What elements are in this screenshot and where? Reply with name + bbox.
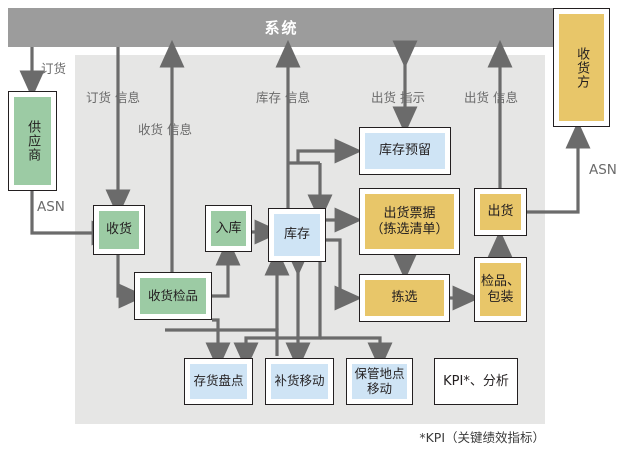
label-shipping-order: 出货 指示	[371, 90, 425, 105]
node-picking[interactable]: 拣选	[359, 274, 450, 322]
edge-inventory-to-picking	[326, 238, 363, 311]
node-shipping[interactable]: 出货	[474, 188, 527, 236]
node-picking-label: 拣选	[365, 280, 444, 316]
edge-count-return-h	[165, 328, 279, 356]
node-putaway[interactable]: 入库	[205, 205, 252, 252]
label-inventory-info: 库存 信息	[256, 90, 310, 105]
node-supplier[interactable]: 供应商	[8, 91, 57, 191]
node-putaway-label: 入库	[211, 211, 246, 246]
edge-check-to-putaway	[212, 237, 241, 298]
node-inventory-reserve-label: 库存预留	[365, 133, 445, 169]
label-shipping-info: 出货 信息	[464, 90, 518, 105]
node-shipping-doc-label: 出货票据 （拣选清单）	[365, 194, 454, 249]
node-kpi-analysis[interactable]: KPI*、分析	[434, 358, 518, 405]
node-receiving[interactable]: 收货	[93, 205, 145, 255]
edge-shipping-to-consignee	[527, 120, 591, 214]
label-asn-left: ASN	[37, 199, 65, 215]
node-receiving-label: 收货	[99, 211, 139, 249]
edge-receiving-to-check	[116, 255, 147, 309]
node-inventory-reserve[interactable]: 库存预留	[359, 127, 451, 175]
node-stock-count-label: 存货盘点	[190, 364, 247, 399]
node-replenish-move-label: 补货移动	[271, 364, 328, 399]
node-shipping-label: 出货	[480, 194, 521, 230]
node-consignee[interactable]: 收货方	[553, 8, 610, 127]
node-stock-count[interactable]: 存货盘点	[184, 358, 253, 405]
node-inspect-pack-label: 检品、 包装	[480, 263, 521, 316]
edge-inventory-to-reserve	[296, 138, 363, 164]
node-kpi-analysis-label: KPI*、分析	[443, 373, 509, 389]
system-bar-label: 系统	[264, 19, 299, 37]
node-supplier-label: 供应商	[14, 97, 51, 185]
node-storage-move[interactable]: 保管地点 移动	[346, 358, 413, 405]
label-asn-right: ASN	[589, 162, 617, 178]
node-receiving-check[interactable]: 收货检品	[134, 272, 212, 320]
node-inventory[interactable]: 库存	[268, 208, 326, 262]
label-receiving-info: 收货 信息	[138, 122, 192, 137]
edge-storage-move-2	[320, 336, 393, 371]
node-replenish-move[interactable]: 补货移动	[265, 358, 334, 405]
node-shipping-doc[interactable]: 出货票据 （拣选清单）	[359, 188, 460, 255]
footnote: *KPI（关键绩效指标）	[419, 430, 545, 445]
node-inventory-label: 库存	[274, 214, 320, 256]
edge-check-to-count	[205, 318, 231, 371]
edge-supplier-to-receiving	[30, 191, 120, 246]
label-order-info: 订货 信息	[86, 90, 140, 105]
node-receiving-check-label: 收货检品	[140, 278, 206, 314]
label-order: 订货	[41, 61, 67, 76]
node-consignee-label: 收货方	[559, 14, 604, 121]
node-inspect-pack[interactable]: 检品、 包装	[474, 257, 527, 322]
edge-storage-move	[233, 262, 322, 371]
node-storage-move-label: 保管地点 移动	[352, 364, 407, 399]
